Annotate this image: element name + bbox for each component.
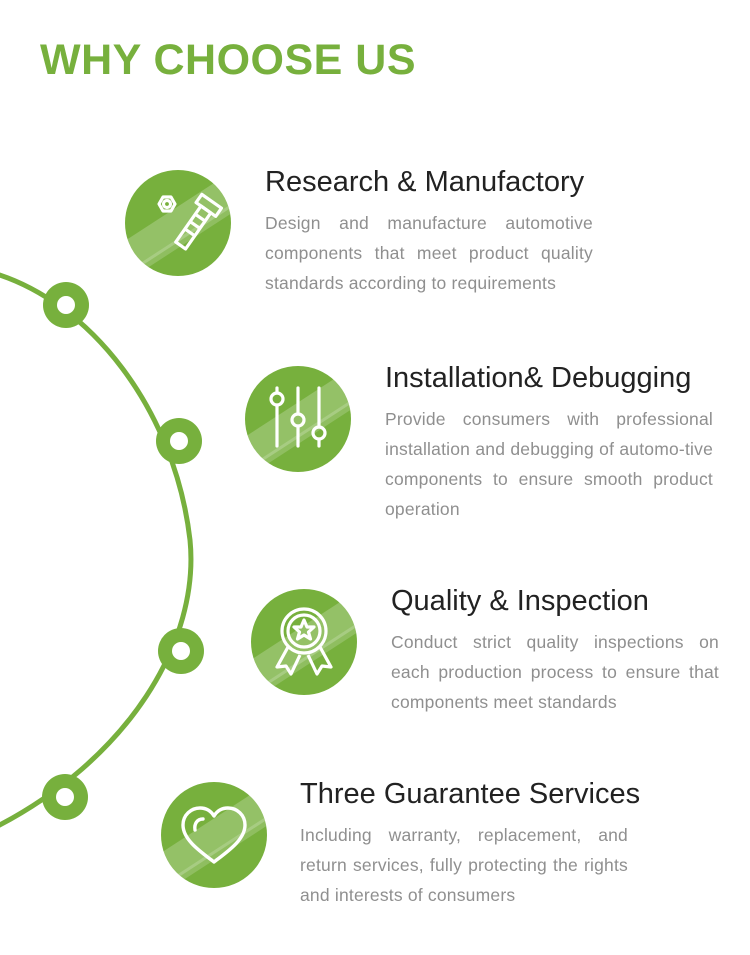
- timeline-arc: [0, 272, 194, 828]
- feature-icon-circle: [125, 170, 231, 276]
- feature-description: Including warranty, replacement, and ret…: [300, 825, 628, 905]
- feature-three-guarantee-services: Three Guarantee Services Including warra…: [300, 776, 641, 910]
- timeline-node: [42, 774, 88, 820]
- timeline-node: [43, 282, 89, 328]
- page-title: WHY CHOOSE US: [40, 36, 417, 84]
- award-ribbon-icon: [275, 607, 333, 676]
- bolt-nut-icon: [157, 192, 224, 251]
- feature-icon-circle: [251, 589, 357, 695]
- feature-icon-circle: [245, 366, 351, 472]
- timeline-node: [156, 418, 202, 464]
- feature-quality-inspection: Quality & Inspection Conduct strict qual…: [391, 583, 719, 717]
- feature-research-manufactory: Research & Manufactory Design and manufa…: [265, 164, 593, 298]
- feature-description: Provide consumers with professional inst…: [385, 409, 713, 519]
- feature-installation-debugging: Installation& Debugging Provide consumer…: [385, 360, 713, 524]
- feature-icon-circle: [161, 782, 267, 888]
- heart-icon: [181, 806, 247, 864]
- feature-title: Installation& Debugging: [385, 362, 692, 394]
- feature-description: Design and manufacture automotive compon…: [265, 213, 593, 293]
- sliders-icon: [269, 386, 327, 448]
- feature-description: Conduct strict quality inspections on ea…: [391, 632, 719, 712]
- feature-title: Research & Manufactory: [265, 166, 585, 198]
- feature-title: Three Guarantee Services: [300, 778, 641, 810]
- timeline-node: [158, 628, 204, 674]
- feature-title: Quality & Inspection: [391, 585, 649, 617]
